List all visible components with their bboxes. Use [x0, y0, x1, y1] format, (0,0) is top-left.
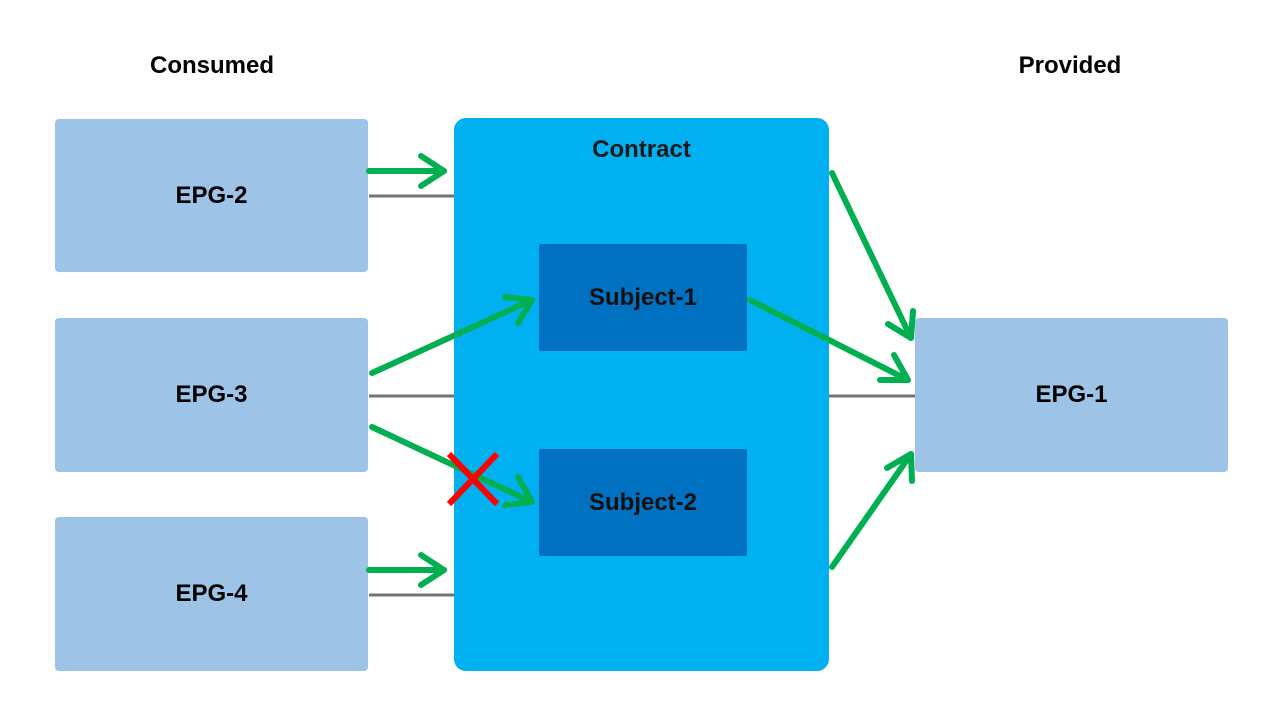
arrow-contract-to-epg-1-bottom [829, 451, 915, 570]
blocked-x-mark [446, 451, 500, 507]
epg-3-box[interactable]: EPG-3 [55, 318, 368, 472]
arrow-contract-to-epg-1-top [829, 170, 916, 341]
subject-2-box[interactable]: Subject-2 [539, 449, 747, 556]
contract-box[interactable]: Contract Subject-1 Subject-2 [454, 118, 829, 671]
subject-1-box[interactable]: Subject-1 [539, 244, 747, 351]
consumed-heading: Consumed [149, 52, 274, 79]
epg-2-box[interactable]: EPG-2 [55, 119, 368, 272]
arrow-epg-3-to-subject-1 [369, 294, 535, 376]
arrow-epg-2-to-contract [366, 153, 447, 189]
epg-4-box[interactable]: EPG-4 [55, 517, 368, 671]
provided-heading: Provided [1018, 52, 1122, 79]
link-lines [369, 194, 915, 597]
arrow-epg-3-to-subject-2-blocked [369, 424, 535, 508]
contract-title: Contract [592, 136, 691, 163]
epg-1-box[interactable]: EPG-1 [915, 318, 1228, 472]
arrow-subject-1-to-epg-1 [747, 297, 911, 383]
arrow-epg-4-to-contract [366, 552, 447, 588]
